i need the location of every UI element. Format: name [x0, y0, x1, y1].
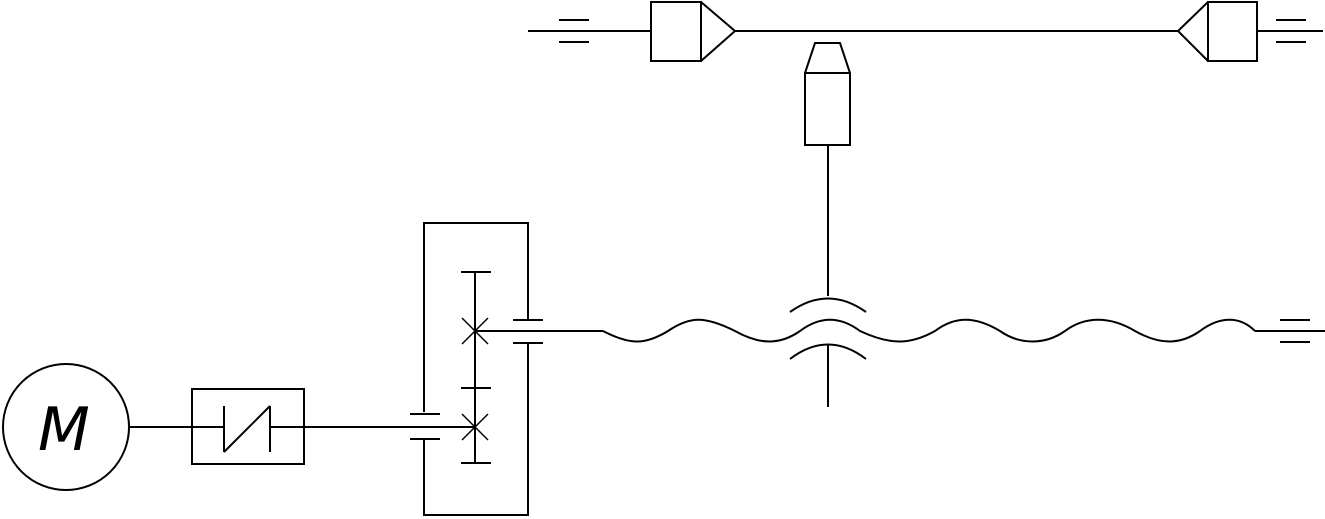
- lead-screw: [602, 318, 1256, 343]
- rail-right-support: [1176, 1, 1258, 62]
- motor-label: M: [38, 395, 90, 465]
- housing-upper: [423, 222, 529, 412]
- carriage: [804, 42, 851, 146]
- lower-gear-cross: [461, 413, 489, 441]
- gearbox: [410, 222, 543, 516]
- carriage-body: [804, 72, 851, 146]
- nut-upper-half: [789, 297, 867, 313]
- split-nut: [789, 297, 867, 407]
- clutch-ramp: [223, 405, 271, 453]
- guide-rail: [528, 1, 1323, 62]
- carriage-shoe: [804, 42, 851, 74]
- rail-left-support: [650, 1, 737, 62]
- electric-motor: M: [2, 363, 130, 491]
- overrunning-clutch: [191, 388, 305, 465]
- housing-lower: [423, 342, 529, 516]
